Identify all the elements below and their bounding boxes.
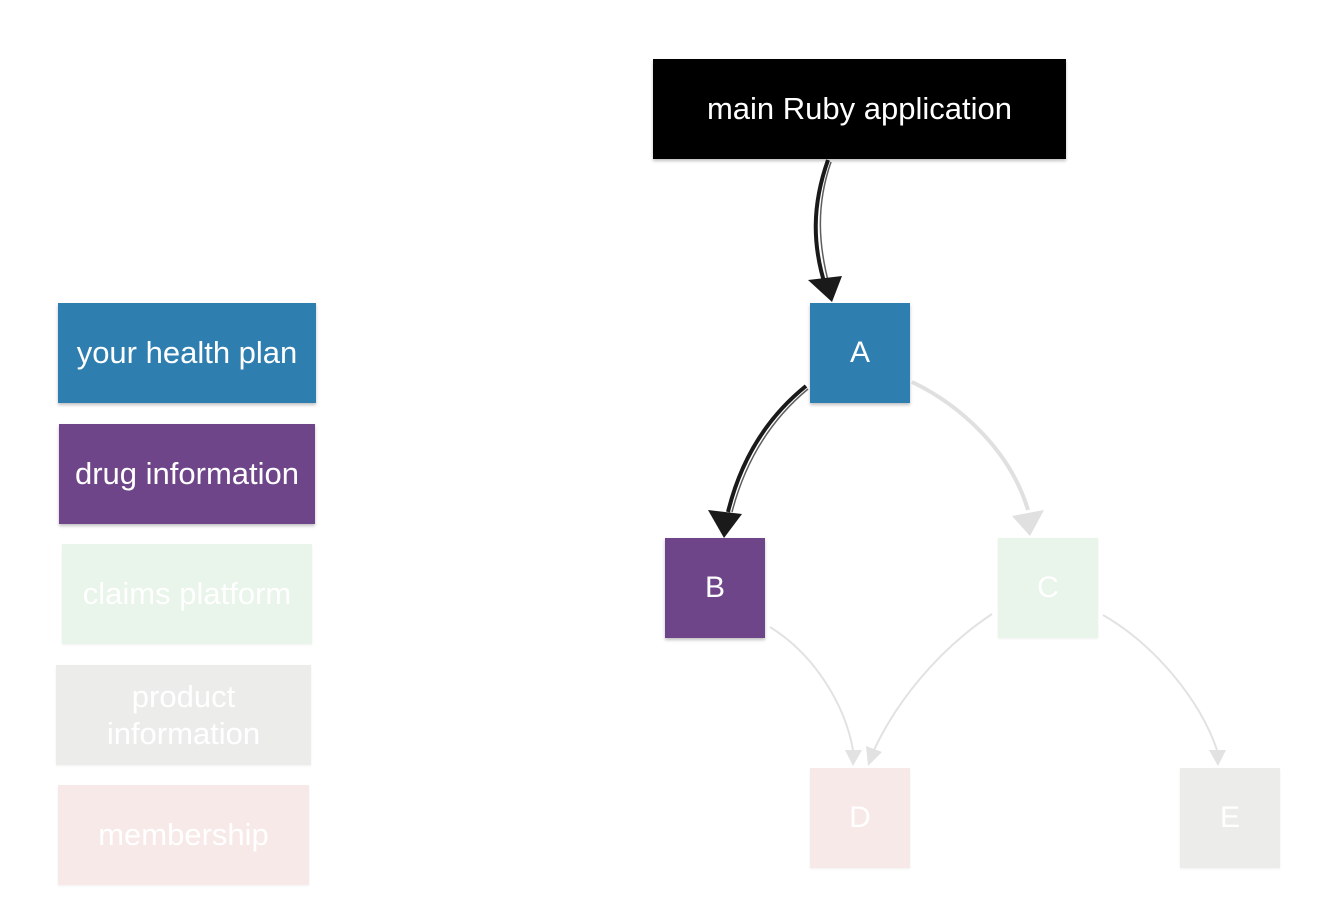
edge-b-to-d: [769, 626, 862, 766]
legend-label: membership: [98, 817, 269, 853]
edge-c-to-e: [1102, 614, 1226, 766]
legend-label: product information: [106, 678, 261, 751]
arrowhead-icon: [708, 510, 742, 538]
arrowhead-icon: [866, 746, 882, 766]
node-label: A: [849, 336, 870, 369]
legend-membership: membership: [58, 785, 309, 885]
edge-c-to-d: [866, 613, 993, 766]
node-main-ruby-application: main Ruby application: [653, 59, 1066, 159]
legend-label: claims platform: [82, 576, 292, 612]
arrowhead-icon: [1209, 750, 1226, 766]
node-label: B: [704, 571, 725, 604]
legend-label: drug information: [74, 456, 299, 492]
node-label: D: [849, 801, 871, 834]
arrowhead-icon: [808, 276, 842, 302]
arrowhead-icon: [1012, 510, 1044, 536]
node-label: E: [1219, 801, 1240, 834]
node-label: main Ruby application: [706, 91, 1012, 127]
node-e: E: [1180, 768, 1280, 868]
node-d: D: [810, 768, 910, 868]
legend-product-information: product information: [56, 665, 311, 765]
legend-your-health-plan: your health plan: [58, 303, 316, 403]
legend-drug-information: drug information: [59, 424, 315, 524]
arrowhead-icon: [845, 750, 862, 766]
legend-label: your health plan: [76, 335, 298, 371]
edge-main-to-a: [808, 159, 842, 302]
node-c: C: [998, 538, 1098, 638]
legend-claims-platform: claims platform: [62, 544, 312, 644]
edge-a-to-b: [708, 384, 809, 538]
node-a: A: [810, 303, 910, 403]
edge-a-to-c: [911, 380, 1044, 536]
node-b: B: [665, 538, 765, 638]
node-label: C: [1037, 571, 1059, 604]
